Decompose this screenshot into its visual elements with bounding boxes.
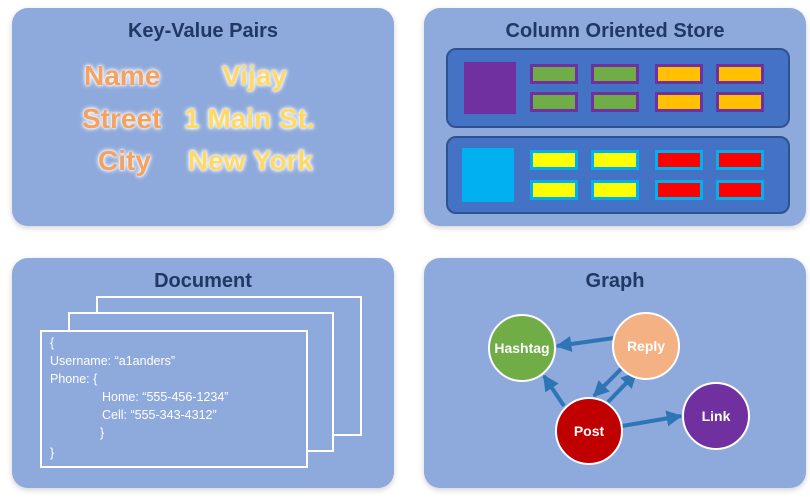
red-cell: [655, 150, 703, 170]
hashtag-label: Hashtag: [494, 340, 549, 356]
edge-post-hashtag: [542, 374, 566, 408]
reply-node: [612, 312, 680, 380]
orange-cell: [655, 64, 703, 84]
post-node: [555, 397, 623, 465]
red-cell: [716, 180, 764, 200]
kv-value: Vijay: [222, 60, 287, 91]
column-family-2: [446, 136, 790, 214]
doc-line: Cell: “555-343-4312”: [102, 408, 217, 422]
document-sheet-front: { Username: “a1anders” Phone: { Home: “5…: [40, 330, 308, 468]
column-family-1: [446, 48, 790, 128]
yellow-cell: [530, 180, 578, 200]
green-cell: [530, 64, 578, 84]
yellow-cell: [591, 180, 639, 200]
column-store-title: Column Oriented Store: [505, 20, 725, 42]
graph-title: Graph: [585, 270, 645, 292]
red-cell: [655, 180, 703, 200]
doc-line: {: [50, 336, 55, 350]
edge-post-reply: [606, 371, 638, 404]
green-cell: [591, 92, 639, 112]
doc-line: Home: “555-456-1234”: [102, 390, 229, 404]
kv-key: Street: [82, 103, 162, 134]
document-title: Document: [154, 270, 252, 292]
row-key-block: [462, 148, 514, 202]
doc-line: Phone: {: [50, 372, 98, 386]
kv-row-city: City New York: [12, 145, 394, 185]
kv-value: New York: [188, 145, 314, 176]
document-panel: Document { Username: “a1anders” Phone: {…: [12, 258, 394, 488]
column-store-panel: Column Oriented Store: [424, 8, 806, 226]
key-value-title: Key-Value Pairs: [127, 20, 279, 42]
row-key-block: [464, 62, 516, 114]
link-label: Link: [702, 408, 731, 424]
yellow-cell: [591, 150, 639, 170]
reply-label: Reply: [627, 338, 665, 354]
kv-row-street: Street 1 Main St.: [12, 103, 394, 143]
green-cell: [530, 92, 578, 112]
doc-line: }: [50, 446, 55, 460]
link-node: [682, 382, 750, 450]
orange-cell: [655, 92, 703, 112]
kv-key: Name: [84, 60, 161, 91]
yellow-cell: [530, 150, 578, 170]
kv-key: City: [98, 145, 151, 176]
graph-diagram: Hashtag Reply Post Link: [488, 312, 750, 465]
hashtag-node: [488, 314, 556, 382]
key-value-panel: Key-Value Pairs Name Vijay Street 1 Main…: [12, 8, 394, 226]
graph-panel: Graph Hashtag Reply Post Link: [424, 258, 806, 488]
edge-post-link: [621, 410, 683, 428]
kv-row-name: Name Vijay: [12, 60, 394, 100]
green-cell: [591, 64, 639, 84]
doc-line: Username: “a1anders”: [50, 354, 176, 368]
red-cell: [716, 150, 764, 170]
kv-value: 1 Main St.: [184, 103, 315, 134]
orange-cell: [716, 64, 764, 84]
orange-cell: [716, 92, 764, 112]
edge-reply-hashtag: [555, 336, 615, 352]
post-label: Post: [574, 423, 605, 439]
doc-line: }: [100, 426, 105, 440]
edge-reply-post: [592, 364, 626, 398]
